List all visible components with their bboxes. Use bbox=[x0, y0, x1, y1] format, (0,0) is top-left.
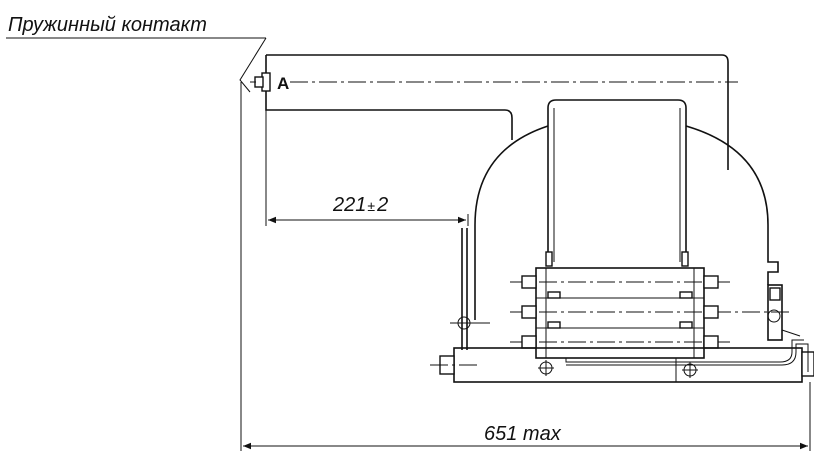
spring-contact-callout: Пружинный контакт bbox=[6, 14, 267, 93]
dimension-651: 651 max bbox=[240, 82, 811, 451]
top-bolts bbox=[545, 251, 689, 267]
upper-arm bbox=[265, 54, 729, 170]
callout-leader bbox=[239, 37, 267, 93]
dimension-221: 221±2 bbox=[265, 92, 469, 226]
dimension-651-value: 651 max bbox=[484, 423, 562, 445]
point-a-label: A bbox=[277, 74, 289, 93]
terminal-block bbox=[510, 267, 790, 359]
spring-contact-terminal: A bbox=[250, 72, 289, 93]
right-side-terminal bbox=[767, 284, 801, 341]
spring-contact-label: Пружинный контакт bbox=[8, 14, 207, 36]
base-plate bbox=[430, 339, 814, 383]
dimension-221-value: 221±2 bbox=[332, 194, 388, 216]
left-wall bbox=[450, 228, 490, 350]
housing-dome bbox=[474, 99, 779, 320]
